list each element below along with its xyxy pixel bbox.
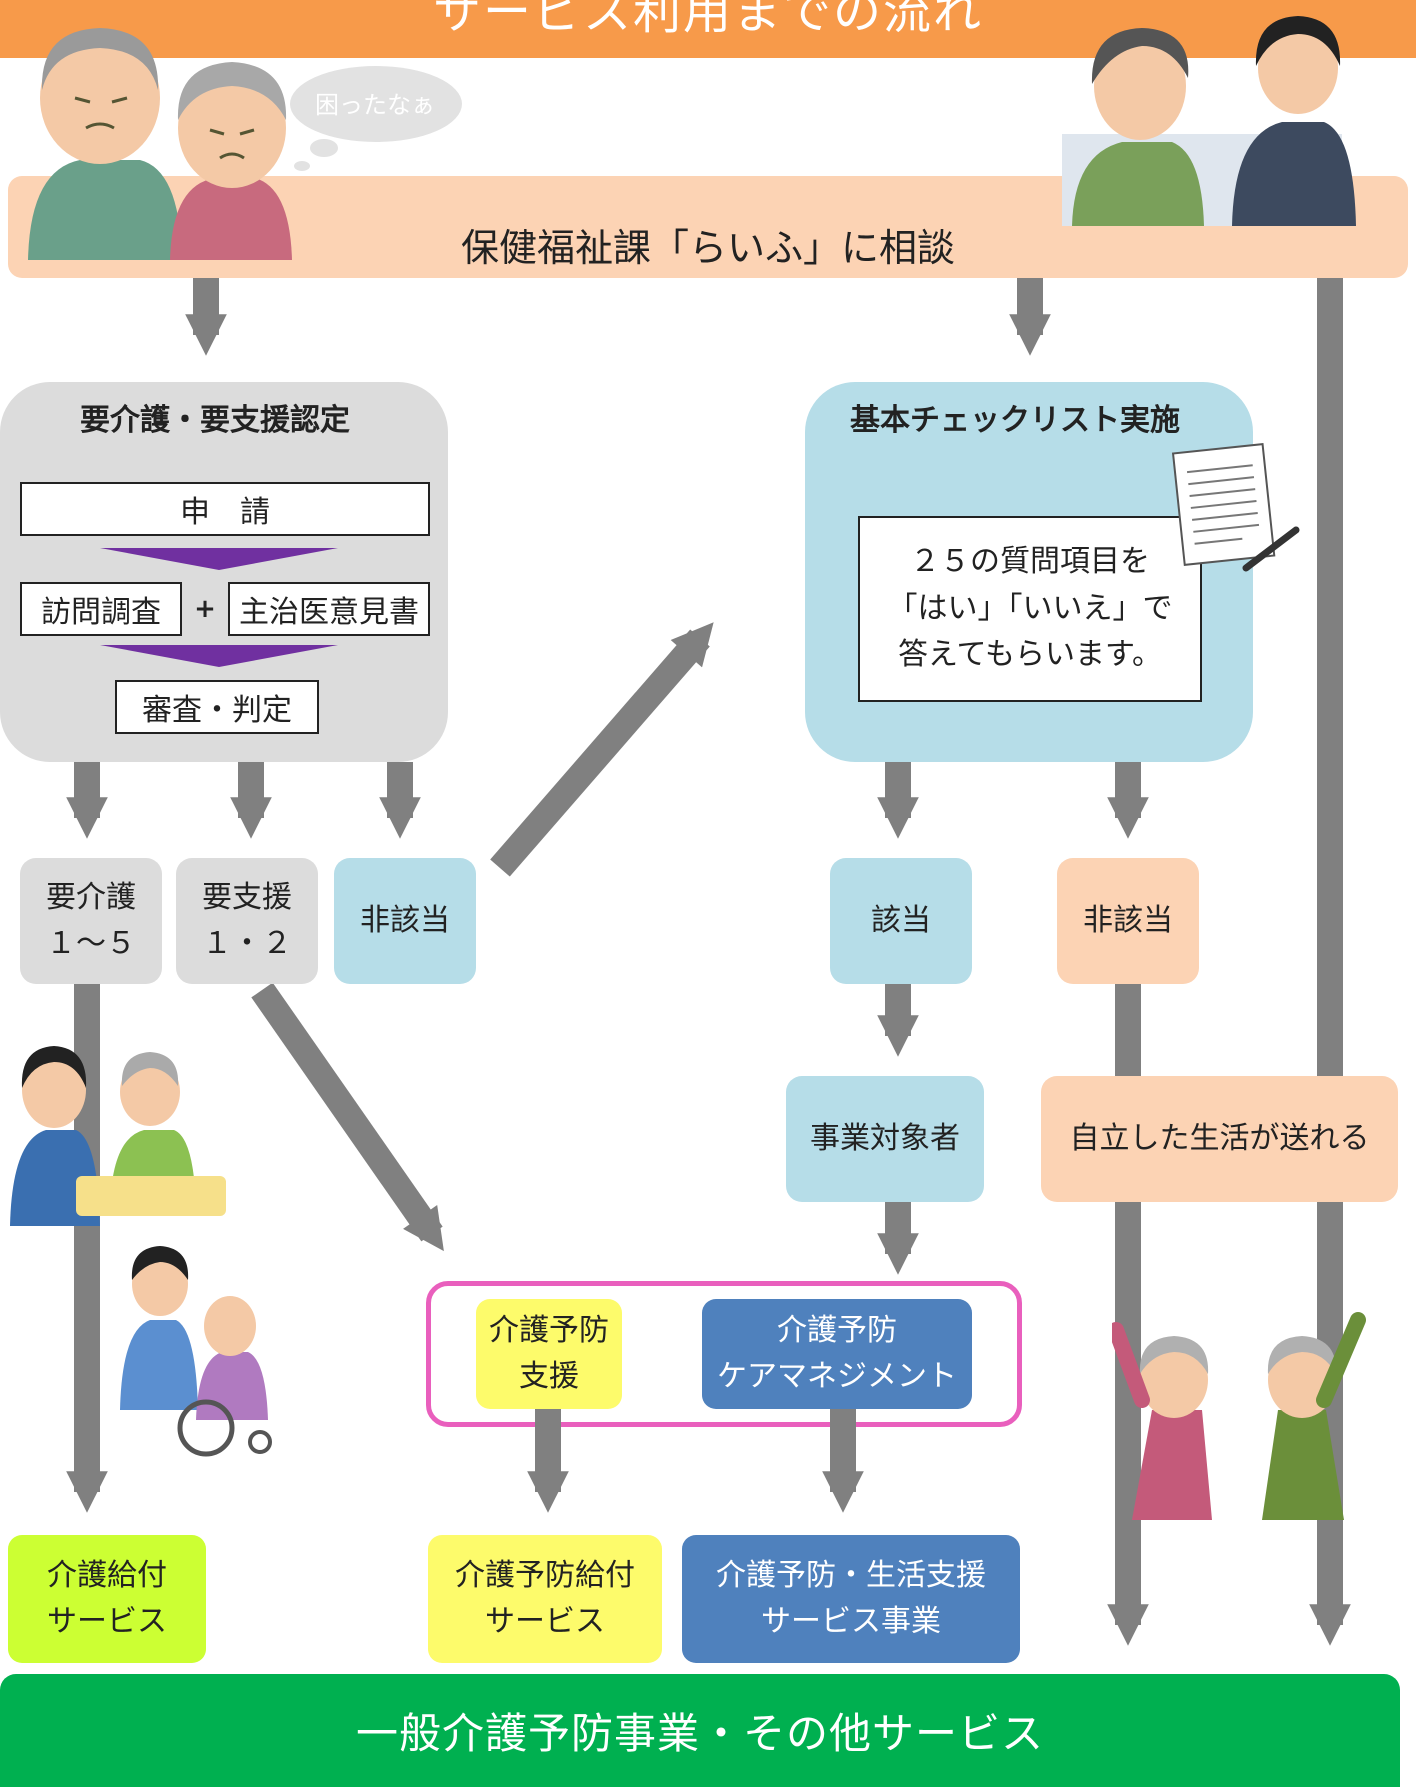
life-support-line-2: サービス事業 <box>761 1604 941 1639</box>
not-applicable-right-box: 非該当 <box>1057 858 1199 984</box>
prevention-benefit-line-1: 介護予防給付 <box>455 1557 635 1593</box>
certification-title: 要介護・要支援認定 <box>80 403 350 438</box>
applicable-box: 該当 <box>830 858 972 984</box>
consultation-scene-illustration <box>1062 16 1356 226</box>
checklist-line-2: 「はい」「いいえ」で <box>887 590 1173 626</box>
care-level-line-2: １～５ <box>46 926 136 961</box>
thought-bubble-icon <box>290 66 462 171</box>
prevention-support-line-1: 介護予防 <box>489 1312 609 1348</box>
exercising-elderly-illustration <box>1112 1312 1366 1520</box>
header-banner: サービス利用までの流れ <box>0 0 1416 58</box>
prevention-support-line-2: 支援 <box>519 1359 579 1394</box>
prevention-caremgmt-line-1: 介護予防 <box>777 1312 897 1348</box>
wheelchair-illustration <box>120 1246 272 1457</box>
support-level-line-2: １・２ <box>202 926 292 961</box>
visit-survey-step: 訪問調査 <box>20 582 182 636</box>
prevention-benefit-line-2: サービス <box>485 1604 605 1639</box>
life-support-box: 介護予防・生活支援 サービス事業 <box>682 1535 1020 1663</box>
page-title: サービス利用までの流れ <box>432 0 983 40</box>
prevention-caremgmt-box: 介護予防 ケアマネジメント <box>702 1299 972 1409</box>
independent-life-box: 自立した生活が送れる <box>1041 1076 1398 1202</box>
not-applicable-left-box: 非該当 <box>334 858 476 984</box>
down-triangle-1 <box>100 548 338 570</box>
footer-bar: 一般介護予防事業・その他サービス <box>0 1674 1400 1787</box>
worried-elderly-couple-illustration <box>28 28 292 260</box>
review-step: 審査・判定 <box>115 680 319 734</box>
caregiver-feeding-illustration <box>10 1046 226 1226</box>
care-benefit-line-1: 介護給付 <box>47 1557 167 1593</box>
business-target-box: 事業対象者 <box>786 1076 984 1202</box>
checklist-title: 基本チェックリスト実施 <box>850 403 1180 438</box>
life-support-line-1: 介護予防・生活支援 <box>716 1557 986 1593</box>
prevention-benefit-box: 介護予防給付 サービス <box>428 1535 662 1663</box>
speech-bubble-text: 困ったなぁ <box>315 90 435 119</box>
care-level-line-1: 要介護 <box>46 879 136 915</box>
support-level-box: 要支援 １・２ <box>176 858 318 984</box>
care-benefit-line-2: サービス <box>47 1604 167 1639</box>
prevention-caremgmt-line-2: ケアマネジメント <box>717 1359 957 1394</box>
footer-label: 一般介護予防事業・その他サービス <box>355 1709 1044 1758</box>
prevention-support-box: 介護予防 支援 <box>476 1299 622 1409</box>
support-level-line-1: 要支援 <box>202 879 292 915</box>
checklist-line-1: ２５の質問項目を <box>910 544 1150 580</box>
care-level-box: 要介護 １～５ <box>20 858 162 984</box>
plus-sign: + <box>194 594 216 624</box>
arrow-to-checklist-diagonal <box>490 622 714 877</box>
consultation-label: 保健福祉課「らいふ」に相談 <box>460 225 955 270</box>
application-step: 申 請 <box>20 482 430 536</box>
checklist-paper-icon <box>1171 442 1300 572</box>
checklist-description: ２５の質問項目を 「はい」「いいえ」で 答えてもらいます。 <box>858 516 1202 702</box>
down-triangle-2 <box>100 645 338 667</box>
checklist-line-3: 答えてもらいます。 <box>898 637 1162 673</box>
doctor-opinion-step: 主治医意見書 <box>228 582 430 636</box>
care-benefit-box: 介護給付 サービス <box>8 1535 206 1663</box>
arrow-to-prevention <box>251 982 444 1252</box>
